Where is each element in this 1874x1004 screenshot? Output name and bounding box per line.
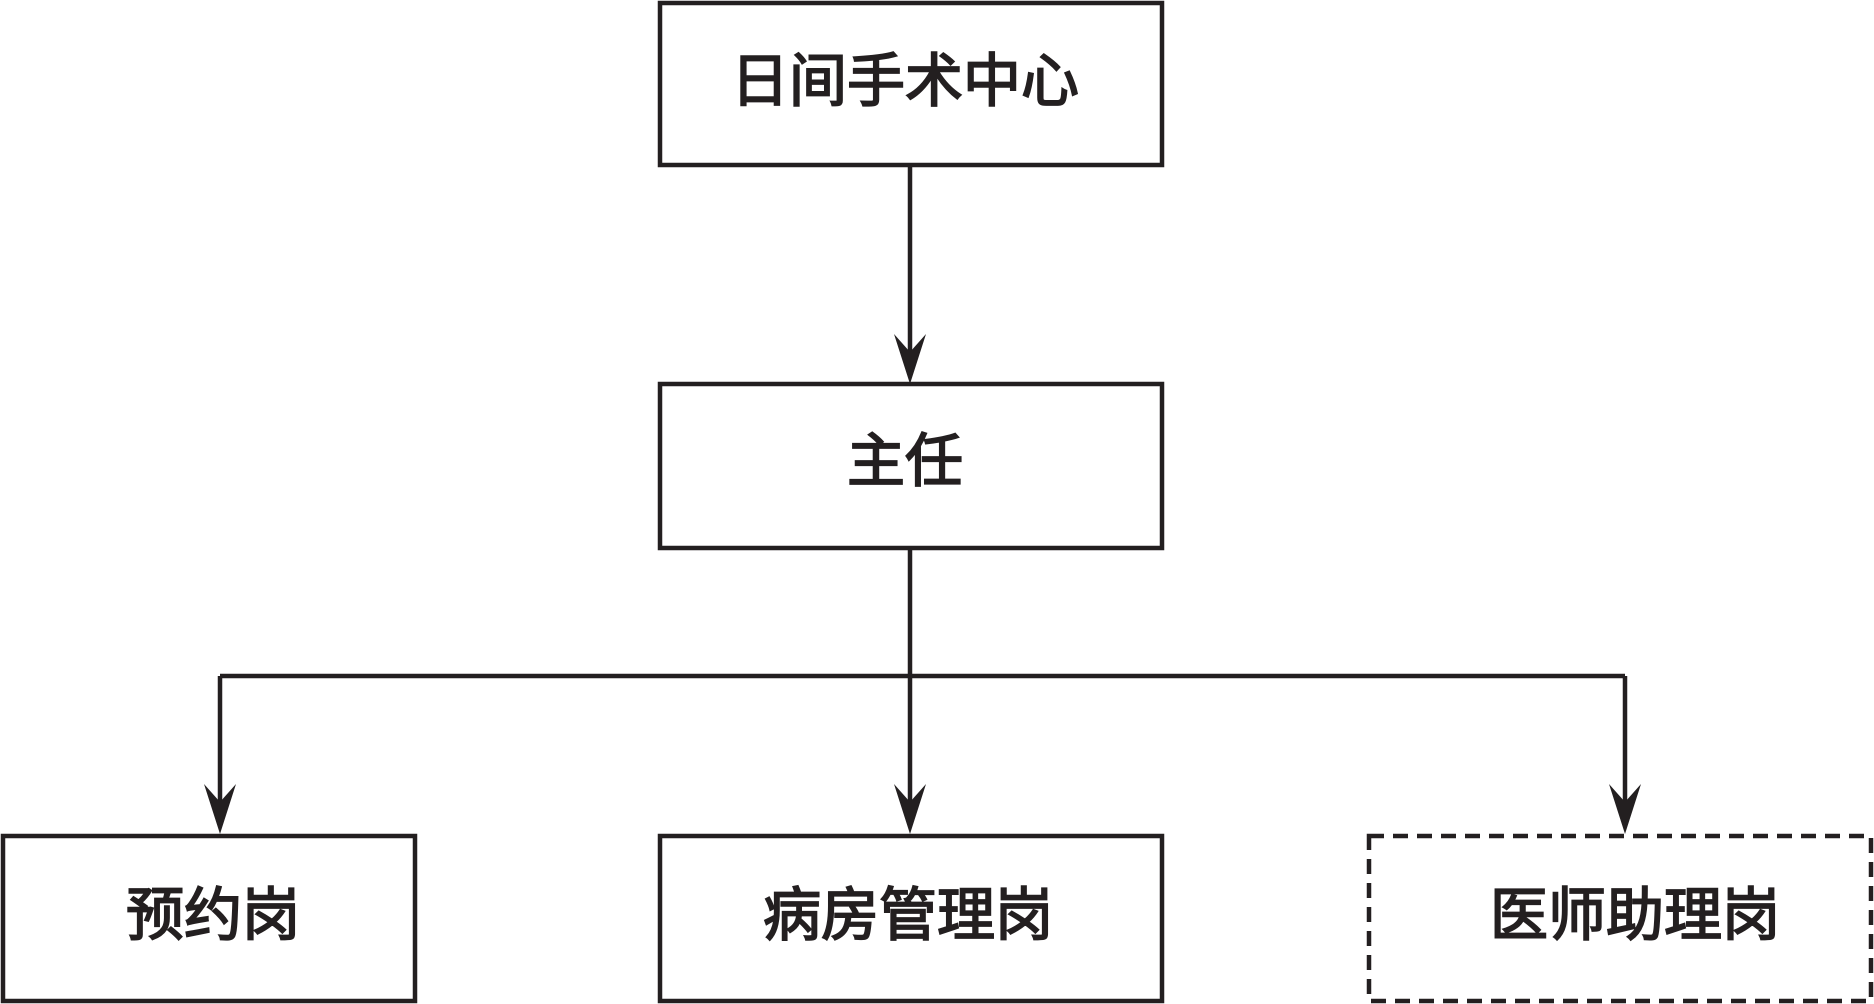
arrowhead-assistant	[1609, 784, 1641, 834]
node-ward: 病房管理岗	[657, 833, 1165, 1004]
node-center-box	[657, 0, 1165, 168]
node-assistant-box	[1366, 833, 1874, 1004]
node-assistant-label: 医师助理岗	[1490, 881, 1780, 949]
node-director-box	[657, 381, 1165, 551]
node-ward-box	[657, 833, 1165, 1004]
node-appointment-box	[0, 833, 418, 1004]
node-director-label: 主任	[847, 427, 963, 495]
node-center: 日间手术中心	[657, 0, 1165, 168]
node-assistant: 医师助理岗	[1366, 833, 1874, 1004]
node-director: 主任	[657, 381, 1165, 551]
arrowhead-appointment	[204, 784, 236, 834]
arrowhead-director	[894, 334, 926, 384]
connectors	[204, 165, 1641, 834]
arrowhead-ward	[894, 784, 926, 834]
node-center-label: 日间手术中心	[731, 47, 1079, 115]
node-appointment-label: 预约岗	[126, 881, 300, 949]
node-ward-label: 病房管理岗	[763, 881, 1053, 949]
node-appointment: 预约岗	[0, 833, 418, 1004]
